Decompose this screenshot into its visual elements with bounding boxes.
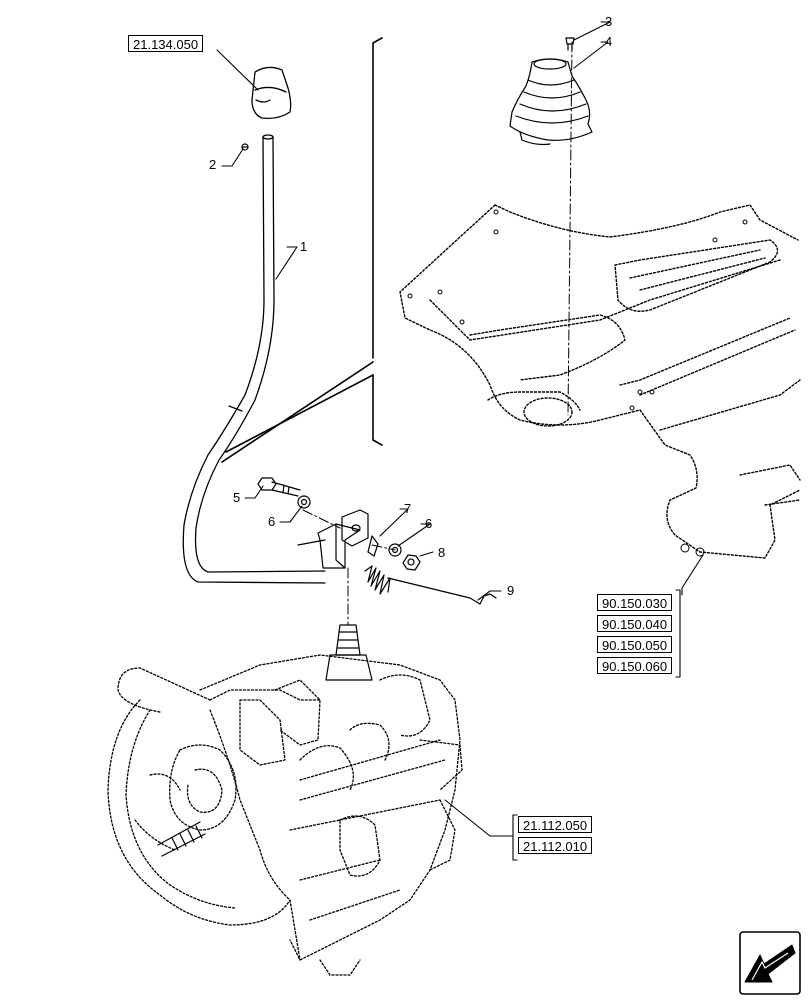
lock-nut bbox=[402, 554, 421, 571]
washer-right bbox=[388, 543, 402, 557]
callout-9: 9 bbox=[507, 583, 515, 598]
callout-7: 7 bbox=[404, 501, 412, 516]
callout-4: 4 bbox=[605, 34, 613, 49]
callout-5: 5 bbox=[233, 490, 241, 505]
section-divider bbox=[221, 37, 383, 463]
washer-left bbox=[297, 495, 311, 509]
return-spring bbox=[364, 565, 497, 605]
ref-transmission-21-112-010[interactable]: 21.112.010 bbox=[518, 837, 593, 854]
ref-floor-90-150-040[interactable]: 90.150.040 bbox=[597, 615, 673, 632]
floor-fasteners bbox=[407, 209, 748, 557]
set-screw bbox=[241, 143, 249, 151]
cotter-pin bbox=[367, 535, 379, 557]
gear-shift-lever bbox=[182, 134, 326, 584]
ref-transmission-21-112-050[interactable]: 21.112.050 bbox=[518, 816, 593, 833]
arrow-navigation-icon[interactable] bbox=[744, 944, 796, 983]
input-shaft bbox=[157, 821, 206, 857]
boot-screw bbox=[565, 37, 575, 51]
shift-boot bbox=[509, 58, 593, 146]
callout-3: 3 bbox=[605, 14, 613, 29]
transmission-assembly bbox=[107, 654, 463, 976]
shift-knob bbox=[251, 66, 292, 120]
alignment-lines bbox=[302, 41, 573, 626]
pivot-bolt bbox=[257, 477, 301, 497]
callout-6-left: 6 bbox=[268, 514, 276, 529]
leader-lines bbox=[216, 21, 704, 861]
clevis-bracket bbox=[317, 509, 369, 569]
callout-6-right: 6 bbox=[425, 516, 433, 531]
callout-2: 2 bbox=[209, 157, 217, 172]
shift-tower bbox=[325, 624, 373, 681]
ref-handle-21-134-050[interactable]: 21.134.050 bbox=[128, 35, 204, 52]
cab-floor-panel bbox=[399, 204, 801, 559]
navigation-icon-frame bbox=[739, 931, 801, 995]
ref-floor-90-150-030[interactable]: 90.150.030 bbox=[597, 594, 673, 611]
ref-floor-90-150-060[interactable]: 90.150.060 bbox=[597, 657, 673, 674]
callout-1: 1 bbox=[300, 239, 308, 254]
ref-floor-90-150-050[interactable]: 90.150.050 bbox=[597, 636, 673, 653]
callout-8: 8 bbox=[438, 545, 446, 560]
